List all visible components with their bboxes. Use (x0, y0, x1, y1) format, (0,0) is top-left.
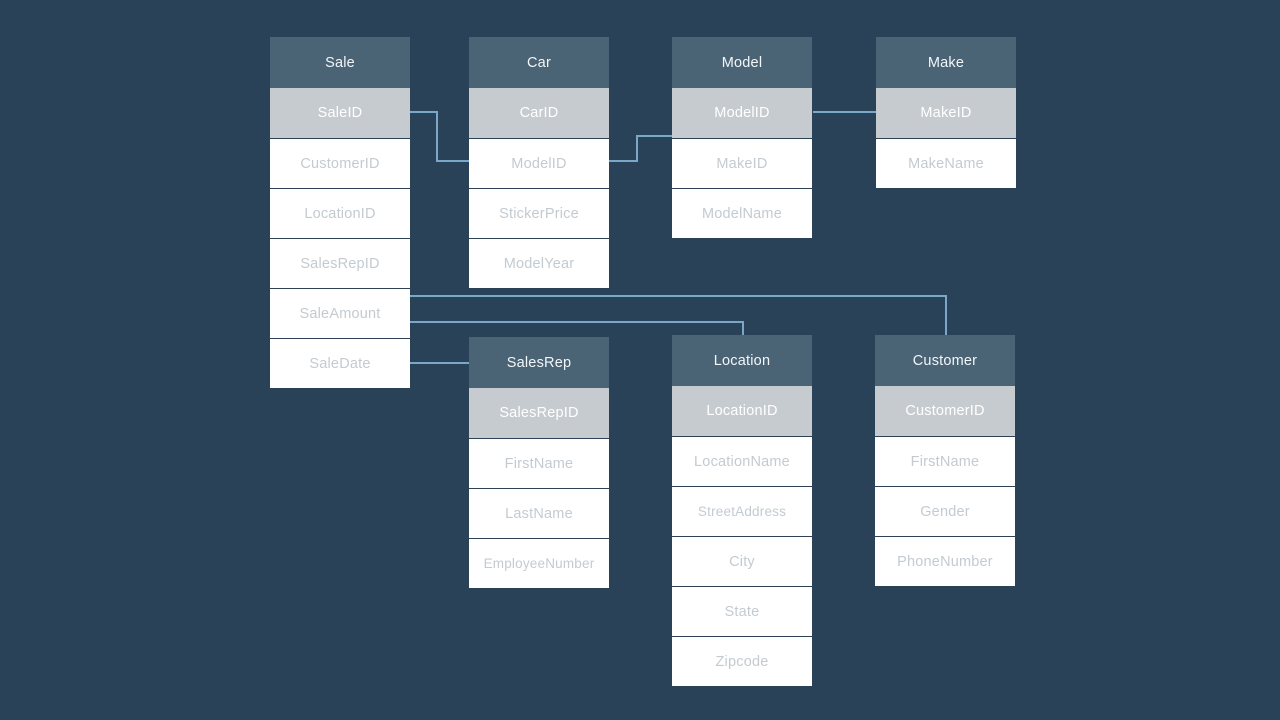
table-field[interactable]: LocationName (672, 436, 812, 486)
table-field-primary-key[interactable]: CarID (469, 88, 609, 138)
relationship-line (410, 295, 947, 336)
table-field-primary-key[interactable]: SalesRepID (469, 388, 609, 438)
table-field[interactable]: SalesRepID (270, 238, 410, 288)
table-field[interactable]: EmployeeNumber (469, 538, 609, 588)
table-field-primary-key[interactable]: SaleID (270, 88, 410, 138)
table-title: Make (876, 37, 1016, 88)
table-field[interactable]: MakeName (876, 138, 1016, 188)
table-title: Car (469, 37, 609, 88)
table-title: Location (672, 335, 812, 386)
relationship-line (609, 135, 672, 162)
table-field[interactable]: LocationID (270, 188, 410, 238)
table-title: Customer (875, 335, 1015, 386)
table-field[interactable]: Gender (875, 486, 1015, 536)
table-field-primary-key[interactable]: MakeID (876, 88, 1016, 138)
table-field[interactable]: Zipcode (672, 636, 812, 686)
table-title: SalesRep (469, 337, 609, 388)
table-field[interactable]: PhoneNumber (875, 536, 1015, 586)
table-field[interactable]: StickerPrice (469, 188, 609, 238)
table-title: Sale (270, 37, 410, 88)
table-field-primary-key[interactable]: ModelID (672, 88, 812, 138)
table-field[interactable]: ModelYear (469, 238, 609, 288)
table-field-primary-key[interactable]: CustomerID (875, 386, 1015, 436)
table-title: Model (672, 37, 812, 88)
table-field[interactable]: LastName (469, 488, 609, 538)
table-field[interactable]: City (672, 536, 812, 586)
table-field[interactable]: FirstName (469, 438, 609, 488)
table-field[interactable]: FirstName (875, 436, 1015, 486)
table-field[interactable]: SaleAmount (270, 288, 410, 338)
table-field-primary-key[interactable]: LocationID (672, 386, 812, 436)
relationship-line (410, 111, 469, 162)
table-field[interactable]: MakeID (672, 138, 812, 188)
table-field[interactable]: SaleDate (270, 338, 410, 388)
table-field[interactable]: ModelID (469, 138, 609, 188)
table-field[interactable]: State (672, 586, 812, 636)
relationship-line (410, 321, 744, 336)
table-field[interactable]: ModelName (672, 188, 812, 238)
table-field[interactable]: CustomerID (270, 138, 410, 188)
table-field[interactable]: StreetAddress (672, 486, 812, 536)
